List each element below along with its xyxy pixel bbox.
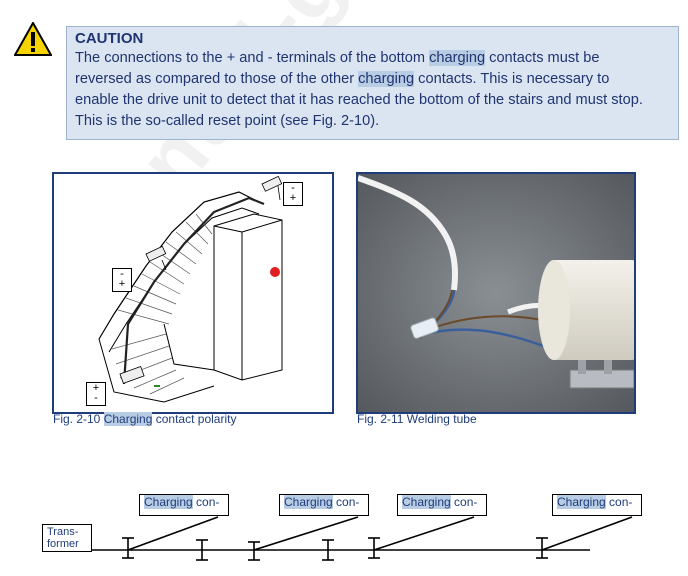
polarity-box-bottom: +- — [86, 382, 106, 406]
caution-line-3: enable the drive unit to detect that it … — [75, 92, 643, 108]
caution-title: CAUTION — [75, 30, 144, 47]
caution-text: The connections to the + and - terminals… — [75, 48, 670, 132]
polarity-box-top: -+ — [283, 182, 303, 206]
stair-drawing — [98, 175, 283, 403]
polarity-box-middle: -+ — [112, 268, 132, 292]
figure-welding-tube — [356, 172, 636, 414]
warning-icon — [14, 22, 52, 56]
caution-line-4: This is the so-called reset point (see F… — [75, 113, 380, 129]
wiring-diagram — [92, 516, 633, 561]
caption-fig-2-10: Fig. 2-10 Charging contact polarity — [53, 412, 237, 426]
charging-contact-box-2: Charging con- — [279, 494, 369, 516]
welding-tube-photo — [358, 174, 634, 412]
caution-line-1: The connections to the + and - terminals… — [75, 50, 600, 66]
figure-charging-contact-polarity: -+ -+ +- — [52, 172, 334, 414]
charging-contact-box-4: Charging con- — [552, 494, 642, 516]
transformer-box: Trans-former — [42, 524, 92, 552]
reset-point-dot — [270, 267, 280, 277]
caption-fig-2-11: Fig. 2-11 Welding tube — [357, 412, 477, 426]
caution-line-2: reversed as compared to those of the oth… — [75, 71, 610, 87]
charging-contact-box-3: Charging con- — [397, 494, 487, 516]
caution-box: CAUTION The connections to the + and - t… — [66, 26, 679, 140]
charging-contact-box-1: Charging con- — [139, 494, 229, 516]
